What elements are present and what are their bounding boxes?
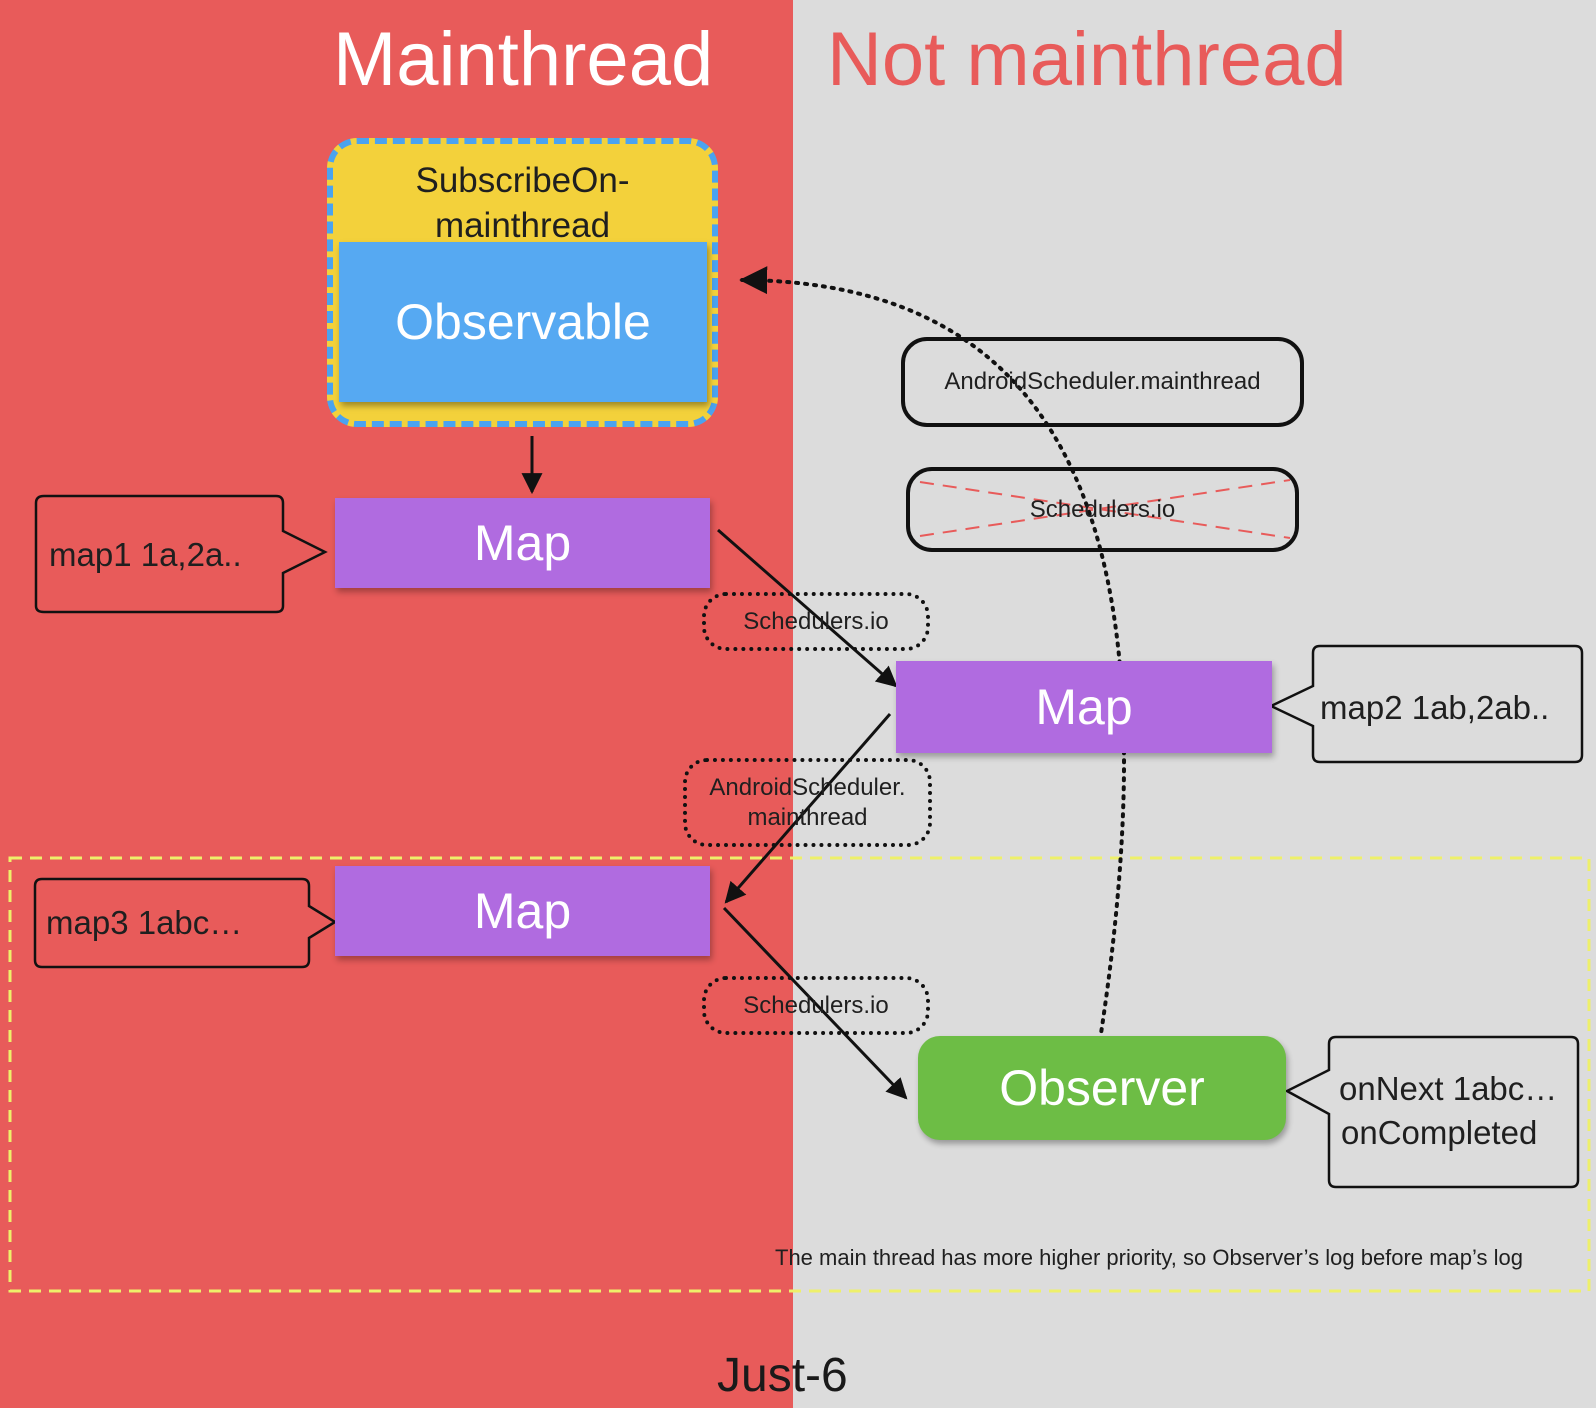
subscribe-on-label: SubscribeOn-mainthread [415,161,630,245]
map-block-2: Map [896,661,1272,753]
map-block-2-label: Map [1035,679,1133,735]
observe-on-io-1: Schedulers.io [702,592,930,651]
android-scheduler-option: AndroidScheduler.mainthread [901,337,1304,427]
observe-on-io-2-label: Schedulers.io [743,991,889,1019]
schedulers-io-crossed-option: Schedulers.io [906,467,1299,552]
map2-callout-text: map2 1ab,2ab.. [1320,689,1550,726]
mainthread-heading: Mainthread [333,17,714,102]
map-block-1-label: Map [473,515,572,571]
observable-label: Observable [395,294,651,350]
observer-oncompleted-text: onCompleted [1341,1114,1538,1151]
map3-to-observer-arrow [722,906,908,1100]
android-scheduler-option-label: AndroidScheduler.mainthread [944,368,1261,395]
observer-callout-bubble [1284,1035,1580,1189]
observe-region-outline [8,856,1591,1293]
map-block-1: Map [335,498,710,588]
observable-box: Observable [339,242,707,402]
observe-on-io-2: Schedulers.io [702,976,930,1035]
subscribe-path-arrow [739,266,1126,1042]
map1-callout-text: map1 1a,2a.. [49,536,242,573]
observer-label: Observer [999,1060,1205,1116]
observer-onnext-text: onNext 1abc… [1339,1070,1558,1107]
map1-callout-bubble [34,494,328,614]
map2-to-map3-arrow [724,713,892,904]
map1-to-map2-arrow [717,528,898,688]
map-block-3-label: Map [473,883,572,939]
observe-on-android-label: AndroidScheduler. mainthread [709,773,906,831]
priority-note: The main thread has more higher priority… [775,1245,1523,1270]
map3-callout-bubble [33,877,338,969]
observer-box: Observer [918,1036,1286,1140]
observe-on-android: AndroidScheduler. mainthread [683,758,932,847]
map-block-3: Map [335,866,710,956]
diagram-footer-title: Just-6 [717,1349,848,1402]
map3-callout-text: map3 1abc… [46,904,243,941]
observe-on-io-1-label: Schedulers.io [743,607,889,635]
schedulers-io-crossed-label: Schedulers.io [1029,495,1176,523]
not-mainthread-heading: Not mainthread [827,17,1347,102]
map2-callout-bubble [1268,644,1584,764]
